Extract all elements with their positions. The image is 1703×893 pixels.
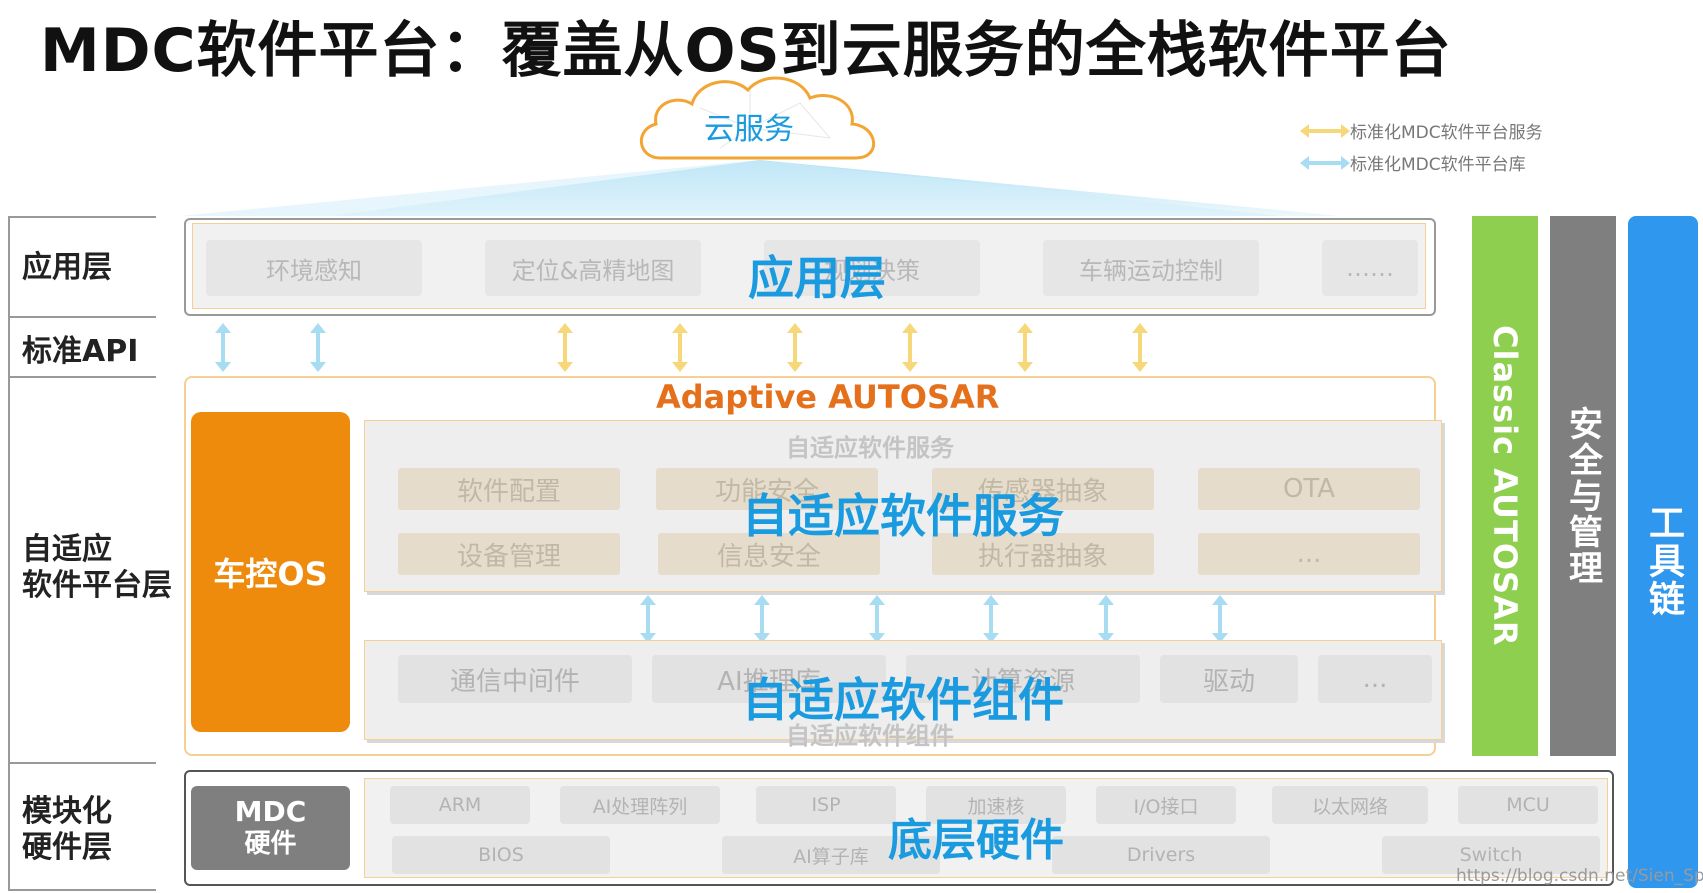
api-arrow-library bbox=[310, 323, 326, 372]
vehicle-os-label: 车控OS bbox=[213, 555, 328, 593]
service-item: ... bbox=[1198, 533, 1420, 575]
mdc-hardware-line1: MDC bbox=[234, 795, 307, 828]
hw-item: ISP bbox=[756, 786, 896, 824]
inner-arrow-library bbox=[1098, 595, 1114, 643]
inner-arrow-library bbox=[869, 595, 885, 643]
sep-top bbox=[8, 216, 156, 218]
inner-arrow-library bbox=[983, 595, 999, 643]
legend-service: 标准化MDC软件平台服务 bbox=[1300, 118, 1543, 143]
label-std-api: 标准API bbox=[22, 334, 139, 369]
api-arrow-service bbox=[1017, 323, 1033, 372]
component-item: ... bbox=[1318, 655, 1432, 703]
cloud-icon: 云服务 bbox=[630, 68, 892, 164]
app-item: 环境感知 bbox=[206, 240, 422, 296]
classic-autosar-bar: Classic AUTOSAR bbox=[1472, 216, 1538, 756]
left-column-border bbox=[8, 216, 10, 891]
inner-arrow-library bbox=[1212, 595, 1228, 643]
inner-arrow-library bbox=[754, 595, 770, 643]
label-adaptive-line1: 自适应 bbox=[22, 532, 112, 567]
service-item: 功能安全 bbox=[656, 468, 878, 510]
adaptive-header: Adaptive AUTOSAR bbox=[656, 378, 1000, 416]
sep-app bbox=[8, 316, 156, 318]
services-overlay: 自适应软件服务 bbox=[742, 489, 1064, 543]
app-item: 定位&高精地图 bbox=[485, 240, 701, 296]
component-item: 计算资源 bbox=[906, 655, 1140, 703]
api-arrow-service bbox=[787, 323, 803, 372]
service-item: OTA bbox=[1198, 468, 1420, 510]
classic-autosar-label: Classic AUTOSAR bbox=[1486, 325, 1524, 647]
services-caption: 自适应软件服务 bbox=[786, 434, 954, 462]
legend-service-label: 标准化MDC软件平台服务 bbox=[1350, 123, 1543, 143]
watermark: https://blog.csdn.net/Sien_Spring bbox=[1456, 866, 1703, 886]
hw-item: 加速核 bbox=[926, 786, 1066, 824]
components-overlay: 自适应软件组件 bbox=[742, 673, 1064, 727]
sep-api bbox=[8, 376, 156, 378]
app-item: 车辆运动控制 bbox=[1043, 240, 1259, 296]
toolchain-bar: 工具链 bbox=[1628, 216, 1698, 888]
service-item: 软件配置 bbox=[398, 468, 620, 510]
api-arrow-service bbox=[672, 323, 688, 372]
api-arrow-service bbox=[557, 323, 573, 372]
hw-item: ARM bbox=[390, 786, 530, 824]
vehicle-os-box: 车控OS bbox=[191, 412, 350, 732]
component-item: 驱动 bbox=[1160, 655, 1298, 703]
security-mgmt-bar: 安全与管理 bbox=[1550, 216, 1616, 756]
label-adaptive-line2: 软件平台层 bbox=[22, 568, 172, 603]
service-item: 信息安全 bbox=[658, 533, 880, 575]
legend-library: 标准化MDC软件平台库 bbox=[1300, 150, 1526, 175]
toolchain-label: 工具链 bbox=[1643, 504, 1684, 618]
service-item: 传感器抽象 bbox=[932, 468, 1154, 510]
api-arrow-service bbox=[1132, 323, 1148, 372]
component-item: AI推理库 bbox=[652, 655, 886, 703]
api-arrow-library bbox=[215, 323, 231, 372]
cloud-label: 云服务 bbox=[704, 112, 794, 147]
app-layer-overlay: 应用层 bbox=[748, 251, 886, 305]
service-item: 设备管理 bbox=[398, 533, 620, 575]
component-item: 通信中间件 bbox=[398, 655, 632, 703]
hw-item: 以太网络 bbox=[1272, 786, 1428, 824]
label-hw-line1: 模块化 bbox=[22, 794, 112, 829]
mdc-hardware-line2: 硬件 bbox=[244, 829, 297, 859]
inner-arrow-library bbox=[640, 595, 656, 643]
sep-bottom bbox=[8, 889, 156, 891]
sep-adaptive bbox=[8, 762, 156, 764]
hw-item: AI处理阵列 bbox=[560, 786, 720, 824]
hw-item: BIOS bbox=[392, 836, 610, 874]
hw-item: Drivers bbox=[1052, 836, 1270, 874]
yellow-double-arrow-icon bbox=[1300, 123, 1350, 138]
app-layer-frame bbox=[184, 218, 1436, 316]
label-hw-line2: 硬件层 bbox=[22, 830, 112, 865]
mdc-hardware-box: MDC 硬件 bbox=[191, 786, 350, 870]
security-mgmt-label: 安全与管理 bbox=[1562, 406, 1603, 586]
app-item: 规划决策 bbox=[764, 240, 980, 296]
hw-item: MCU bbox=[1458, 786, 1598, 824]
app-item: …… bbox=[1322, 240, 1418, 296]
legend-library-label: 标准化MDC软件平台库 bbox=[1350, 155, 1526, 175]
page-title: MDC软件平台：覆盖从OS到云服务的全栈软件平台 bbox=[40, 16, 1452, 86]
api-arrow-service bbox=[902, 323, 918, 372]
hw-item: AI算子库 bbox=[722, 836, 940, 874]
hw-item: Switch bbox=[1382, 836, 1600, 874]
service-item: 执行器抽象 bbox=[932, 533, 1154, 575]
hw-item: I/O接口 bbox=[1096, 786, 1236, 824]
components-caption: 自适应软件组件 bbox=[786, 722, 954, 750]
hardware-overlay: 底层硬件 bbox=[888, 815, 1064, 866]
hardware-frame bbox=[184, 770, 1614, 886]
label-app-layer: 应用层 bbox=[22, 250, 112, 285]
blue-double-arrow-icon bbox=[1300, 155, 1350, 170]
